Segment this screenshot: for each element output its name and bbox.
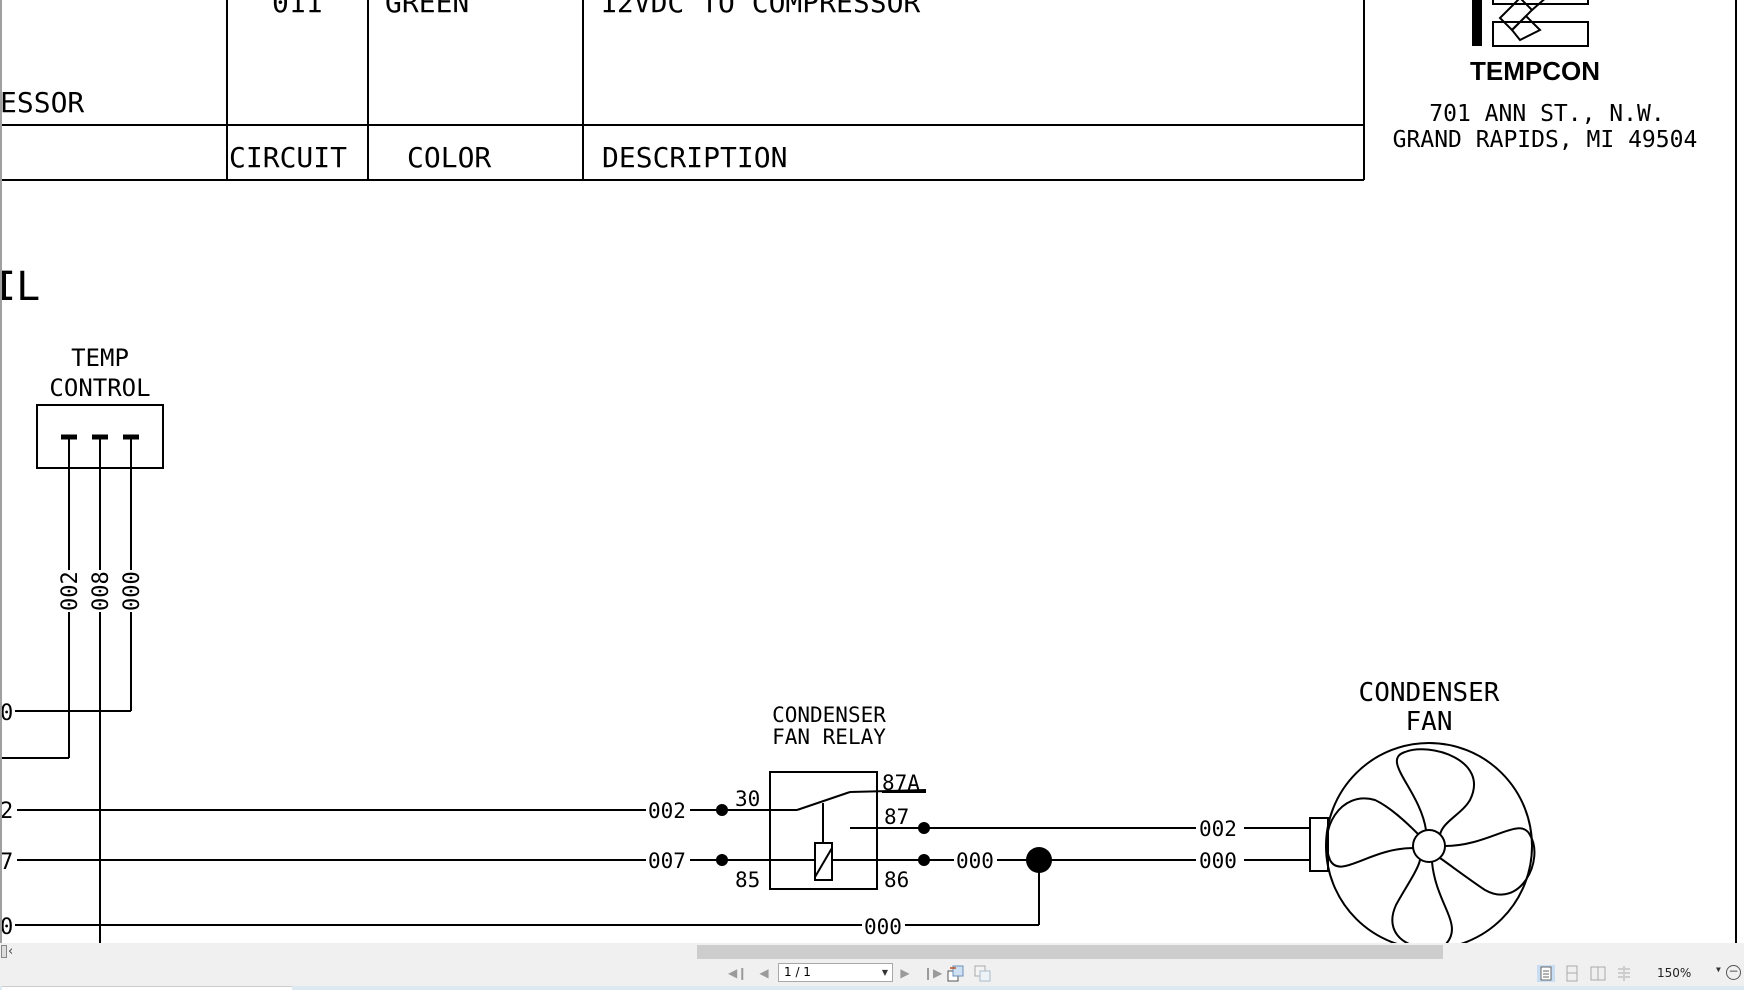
temp-control-label-2: CONTROL (49, 374, 150, 402)
temp-control-terminals (61, 434, 139, 943)
left-wire-label: 7 (0, 850, 13, 875)
section-label: IL (0, 264, 40, 310)
first-page-icon[interactable]: ◀❙ (728, 966, 748, 980)
next-view-icon[interactable] (974, 964, 992, 982)
table-circuit-value: 011 (272, 0, 323, 19)
address-line-1: 701 ANN ST., N.W. (1429, 101, 1664, 127)
relay-box (769, 771, 878, 890)
page-number-field[interactable]: 1 / 1 ▼ (778, 963, 893, 982)
splice-node (1026, 847, 1052, 873)
wire-label: 002 (648, 799, 686, 823)
drawing-canvas: ESSOR 011 GREEN 12VDC TO COMPRESSOR CIRC… (0, 0, 1737, 943)
header-color: COLOR (407, 141, 491, 174)
relay-label-2: FAN RELAY (772, 725, 886, 749)
wiring-diagram: ESSOR 011 GREEN 12VDC TO COMPRESSOR CIRC… (0, 0, 1737, 943)
zoom-out-icon[interactable]: − (1726, 965, 1741, 980)
previous-page-icon[interactable]: ◀ (759, 966, 769, 980)
temp-control-label-1: TEMP (71, 344, 129, 372)
scroll-left-icon[interactable]: ‹ (8, 944, 14, 959)
wire-label: 007 (648, 849, 686, 873)
relay-label-1: CONDENSER (772, 703, 886, 727)
previous-view-icon[interactable] (947, 964, 965, 982)
taskbar-edge (0, 986, 1744, 991)
facing-pages-icon (1590, 966, 1606, 981)
wire-label-000: 000 (120, 571, 145, 611)
relay-terminal-dots (716, 804, 1052, 873)
fan-label-2: FAN (1406, 707, 1453, 737)
next-page-icon[interactable]: ▶ (900, 966, 910, 980)
relay-internals (722, 789, 927, 881)
status-bar: ◀❙ ◀ 1 / 1 ▼ ▶ ❙▶ 150% ▼ − (0, 961, 1744, 986)
relay-pin-86: 86 (884, 868, 909, 892)
chevron-down-icon[interactable]: ▼ (881, 968, 888, 977)
last-page-icon[interactable]: ❙▶ (923, 966, 943, 980)
header-circuit: CIRCUIT (229, 141, 347, 174)
wire-label: 002 (1199, 817, 1237, 841)
header-description: DESCRIPTION (602, 141, 787, 174)
zoom-dropdown-icon[interactable]: ▼ (1716, 965, 1721, 974)
company-name: TEMPCON (1470, 56, 1600, 86)
circuit-table (0, 0, 1365, 181)
relay-pin-85: 85 (735, 868, 760, 892)
table-description-value: 12VDC TO COMPRESSOR (600, 0, 920, 19)
tempcon-logo-icon (1472, 0, 1589, 47)
fan-label-1: CONDENSER (1359, 678, 1500, 708)
single-page-icon (1540, 966, 1552, 981)
continuous-facing-icon (1618, 966, 1630, 981)
scrollbar-thumb[interactable] (697, 945, 1443, 959)
single-page-view-button[interactable] (1537, 965, 1555, 982)
continuous-page-icon (1566, 965, 1578, 982)
condenser-fan-icon (1309, 742, 1536, 943)
page-left-edge (0, 0, 2, 943)
scroll-corner (1, 945, 7, 958)
address-line-2: GRAND RAPIDS, MI 49504 (1393, 127, 1698, 153)
relay-pin-87: 87 (884, 805, 909, 829)
continuous-view-button[interactable] (1563, 965, 1581, 982)
left-wire-label: 2 (0, 799, 13, 824)
wire-label: 000 (956, 849, 994, 873)
facing-view-button[interactable] (1589, 965, 1607, 982)
wire-label-008: 008 (89, 571, 114, 611)
relay-pin-30: 30 (735, 787, 760, 811)
page-number-value: 1 / 1 (784, 965, 811, 979)
left-wire-label: 0 (0, 701, 13, 726)
wire-label: 000 (864, 915, 902, 939)
left-wire-label: 0 (0, 915, 13, 940)
zoom-level[interactable]: 150% (1657, 966, 1692, 980)
table-row-label: ESSOR (0, 86, 84, 119)
continuous-facing-view-button[interactable] (1615, 965, 1633, 982)
table-color-value: GREEN (385, 0, 469, 19)
horizontal-scrollbar[interactable]: ‹ (0, 943, 1744, 961)
wire-label: 000 (1199, 849, 1237, 873)
wire-label-002: 002 (58, 571, 83, 611)
